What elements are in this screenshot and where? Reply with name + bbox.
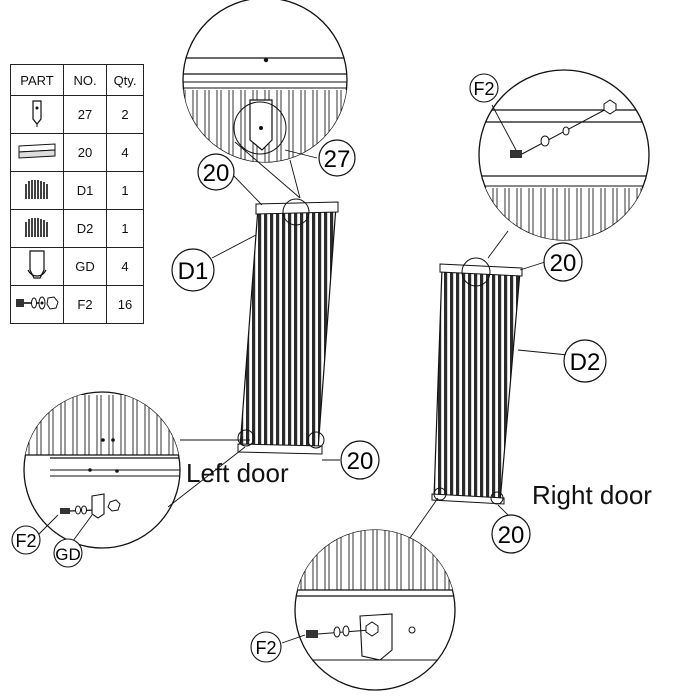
- svg-text:20: 20: [347, 448, 374, 475]
- door-panel-d2-icon: [10, 209, 64, 248]
- svg-text:D1: D1: [178, 258, 209, 285]
- callout-right-top-20: 20: [543, 242, 583, 282]
- callout-d1: D1: [171, 248, 215, 292]
- left-door-label: Left door: [186, 458, 289, 488]
- callout-right-bottom-20: 20: [491, 514, 531, 554]
- svg-text:D2: D2: [570, 349, 601, 376]
- part-no: D2: [63, 209, 107, 248]
- callout-left-gd: GD: [53, 538, 83, 568]
- part-no: 27: [63, 95, 107, 134]
- callout-left-bottom-20: 20: [340, 440, 380, 480]
- table-row: D1 1: [10, 171, 144, 210]
- part-no: F2: [63, 285, 107, 324]
- svg-text:F2: F2: [473, 79, 494, 99]
- callout-right-top-f2: F2: [469, 73, 499, 103]
- table-row: 20 4: [10, 133, 144, 172]
- part-no: D1: [63, 171, 107, 210]
- part-qty: 2: [106, 95, 144, 134]
- table-row: 27 2: [10, 95, 144, 134]
- part-qty: 1: [106, 171, 144, 210]
- parts-table-header: PART NO. Qty.: [10, 64, 144, 96]
- callout-d2: D2: [563, 339, 607, 383]
- part-qty: 4: [106, 133, 144, 172]
- right-door-label: Right door: [532, 480, 652, 510]
- part-qty: 4: [106, 247, 144, 286]
- part-no: GD: [63, 247, 107, 286]
- door-panel-d1-icon: [10, 171, 64, 210]
- svg-text:20: 20: [203, 160, 230, 187]
- part-qty: 1: [106, 209, 144, 248]
- right-door-panel: [431, 257, 523, 505]
- svg-text:20: 20: [498, 522, 525, 549]
- part-no: 20: [63, 133, 107, 172]
- angle-rail-20-icon: [10, 133, 64, 172]
- left-door-panel: [237, 198, 339, 455]
- part-qty: 16: [106, 285, 144, 324]
- header-part: PART: [10, 64, 64, 96]
- door-guide-gd-icon: [10, 247, 64, 286]
- svg-text:20: 20: [550, 250, 577, 277]
- header-no: NO.: [63, 64, 107, 96]
- callout-left-f2: F2: [11, 525, 41, 555]
- callout-right-bottom-f2: F2: [250, 631, 282, 663]
- svg-text:GD: GD: [55, 545, 81, 564]
- header-qty: Qty.: [106, 64, 144, 96]
- table-row: GD 4: [10, 247, 144, 286]
- detail-right-top: [478, 69, 650, 259]
- callout-top-20: 20: [197, 153, 235, 191]
- hinge-bracket-27-icon: [10, 95, 64, 134]
- parts-table: PART NO. Qty. 27 2 20 4: [10, 64, 144, 324]
- svg-text:F2: F2: [255, 638, 276, 658]
- detail-right-bottom: [294, 497, 456, 691]
- callout-top-27: 27: [318, 139, 356, 177]
- svg-text:F2: F2: [15, 531, 36, 551]
- table-row: F2 16: [10, 285, 144, 324]
- svg-text:27: 27: [324, 146, 351, 173]
- bolt-washer-nut-f2-icon: [10, 285, 64, 324]
- table-row: D2 1: [10, 209, 144, 248]
